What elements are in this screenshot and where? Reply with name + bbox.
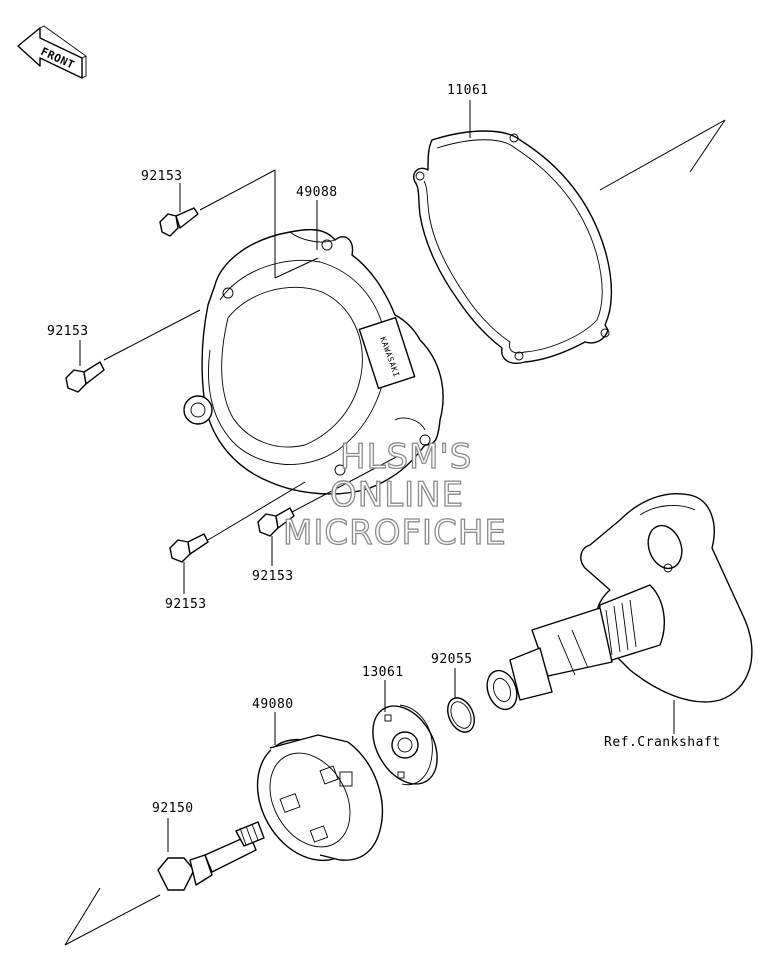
label-92150: 92150 [152,801,194,816]
label-92153-left: 92153 [47,324,89,339]
label-92055: 92055 [431,652,473,667]
watermark-line-1: HLSM'S [340,437,472,477]
label-92153-lower-mid: 92153 [252,569,294,584]
label-crankshaft-ref: Ref.Crankshaft [604,735,721,750]
crankshaft-ref [486,493,753,711]
front-arrow-icon: FRONT [17,25,87,79]
holder-13061 [372,704,438,786]
bolt-92150 [157,821,265,891]
label-11061: 11061 [447,83,489,98]
watermark-line-2: ONLINE [330,475,464,515]
pulley-49080 [256,734,384,862]
bolt-92153-top [159,207,199,237]
bolt-92153-lower-mid [257,507,295,537]
label-13061: 13061 [362,665,404,680]
label-92153-lower-left: 92153 [165,597,207,612]
watermark: HLSM'S ONLINE MICROFICHE [282,436,507,553]
generator-cover-49088: KAWASAKI [183,228,444,495]
watermark-line-3: MICROFICHE [283,513,507,553]
bolt-92153-left [65,361,105,393]
leader-lines [64,100,726,946]
oring-92055 [447,697,475,733]
label-92153-top: 92153 [141,169,183,184]
bolt-92153-lower-left [169,533,209,563]
gasket-11061 [413,130,613,364]
label-49088: 49088 [296,185,338,200]
label-49080: 49080 [252,697,294,712]
